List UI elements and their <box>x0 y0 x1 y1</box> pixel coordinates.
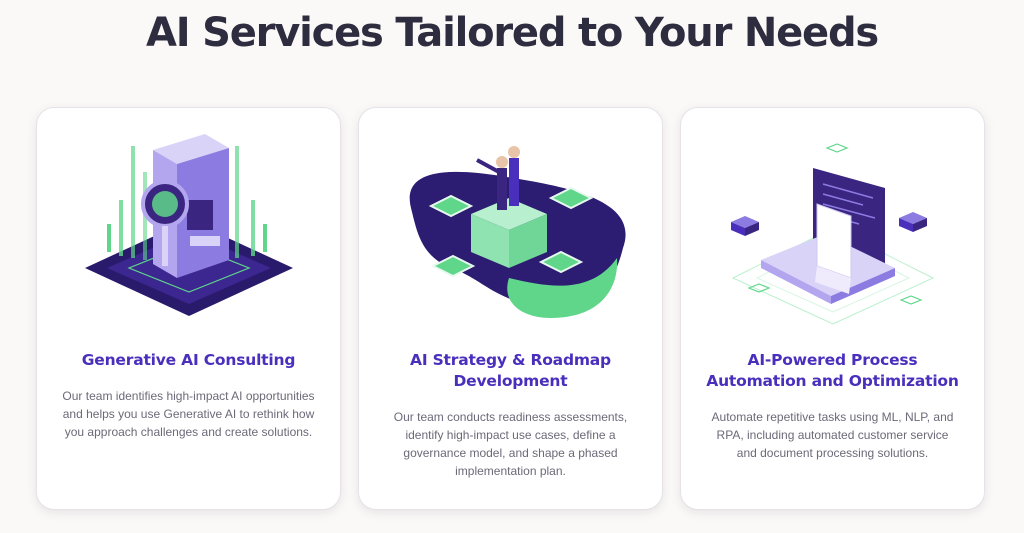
card-title: AI-Powered Process Automation and Optimi… <box>706 351 959 390</box>
service-card-generative-ai[interactable]: Generative AI Consulting Our team identi… <box>36 107 341 510</box>
laptop-document-automation-illustration <box>731 143 935 325</box>
card-description: Automate repetitive tasks using ML, NLP,… <box>711 410 954 460</box>
card-description: Our team conducts readiness assessments,… <box>393 410 628 478</box>
strategy-businessmen-platform-illustration <box>409 146 626 318</box>
service-card-ai-strategy[interactable]: AI Strategy & Roadmap Development Our te… <box>358 107 663 510</box>
card-description: Our team identifies high-impact AI oppor… <box>62 389 315 439</box>
service-card-process-automation[interactable]: AI-Powered Process Automation and Optimi… <box>680 107 985 510</box>
card-title: AI Strategy & Roadmap Development <box>410 351 611 390</box>
card-title: Generative AI Consulting <box>81 351 296 369</box>
page-title: AI Services Tailored to Your Needs <box>145 10 879 56</box>
services-grid: Generative AI Consulting Our team identi… <box>36 107 988 512</box>
ai-server-magnifier-illustration <box>85 134 293 316</box>
